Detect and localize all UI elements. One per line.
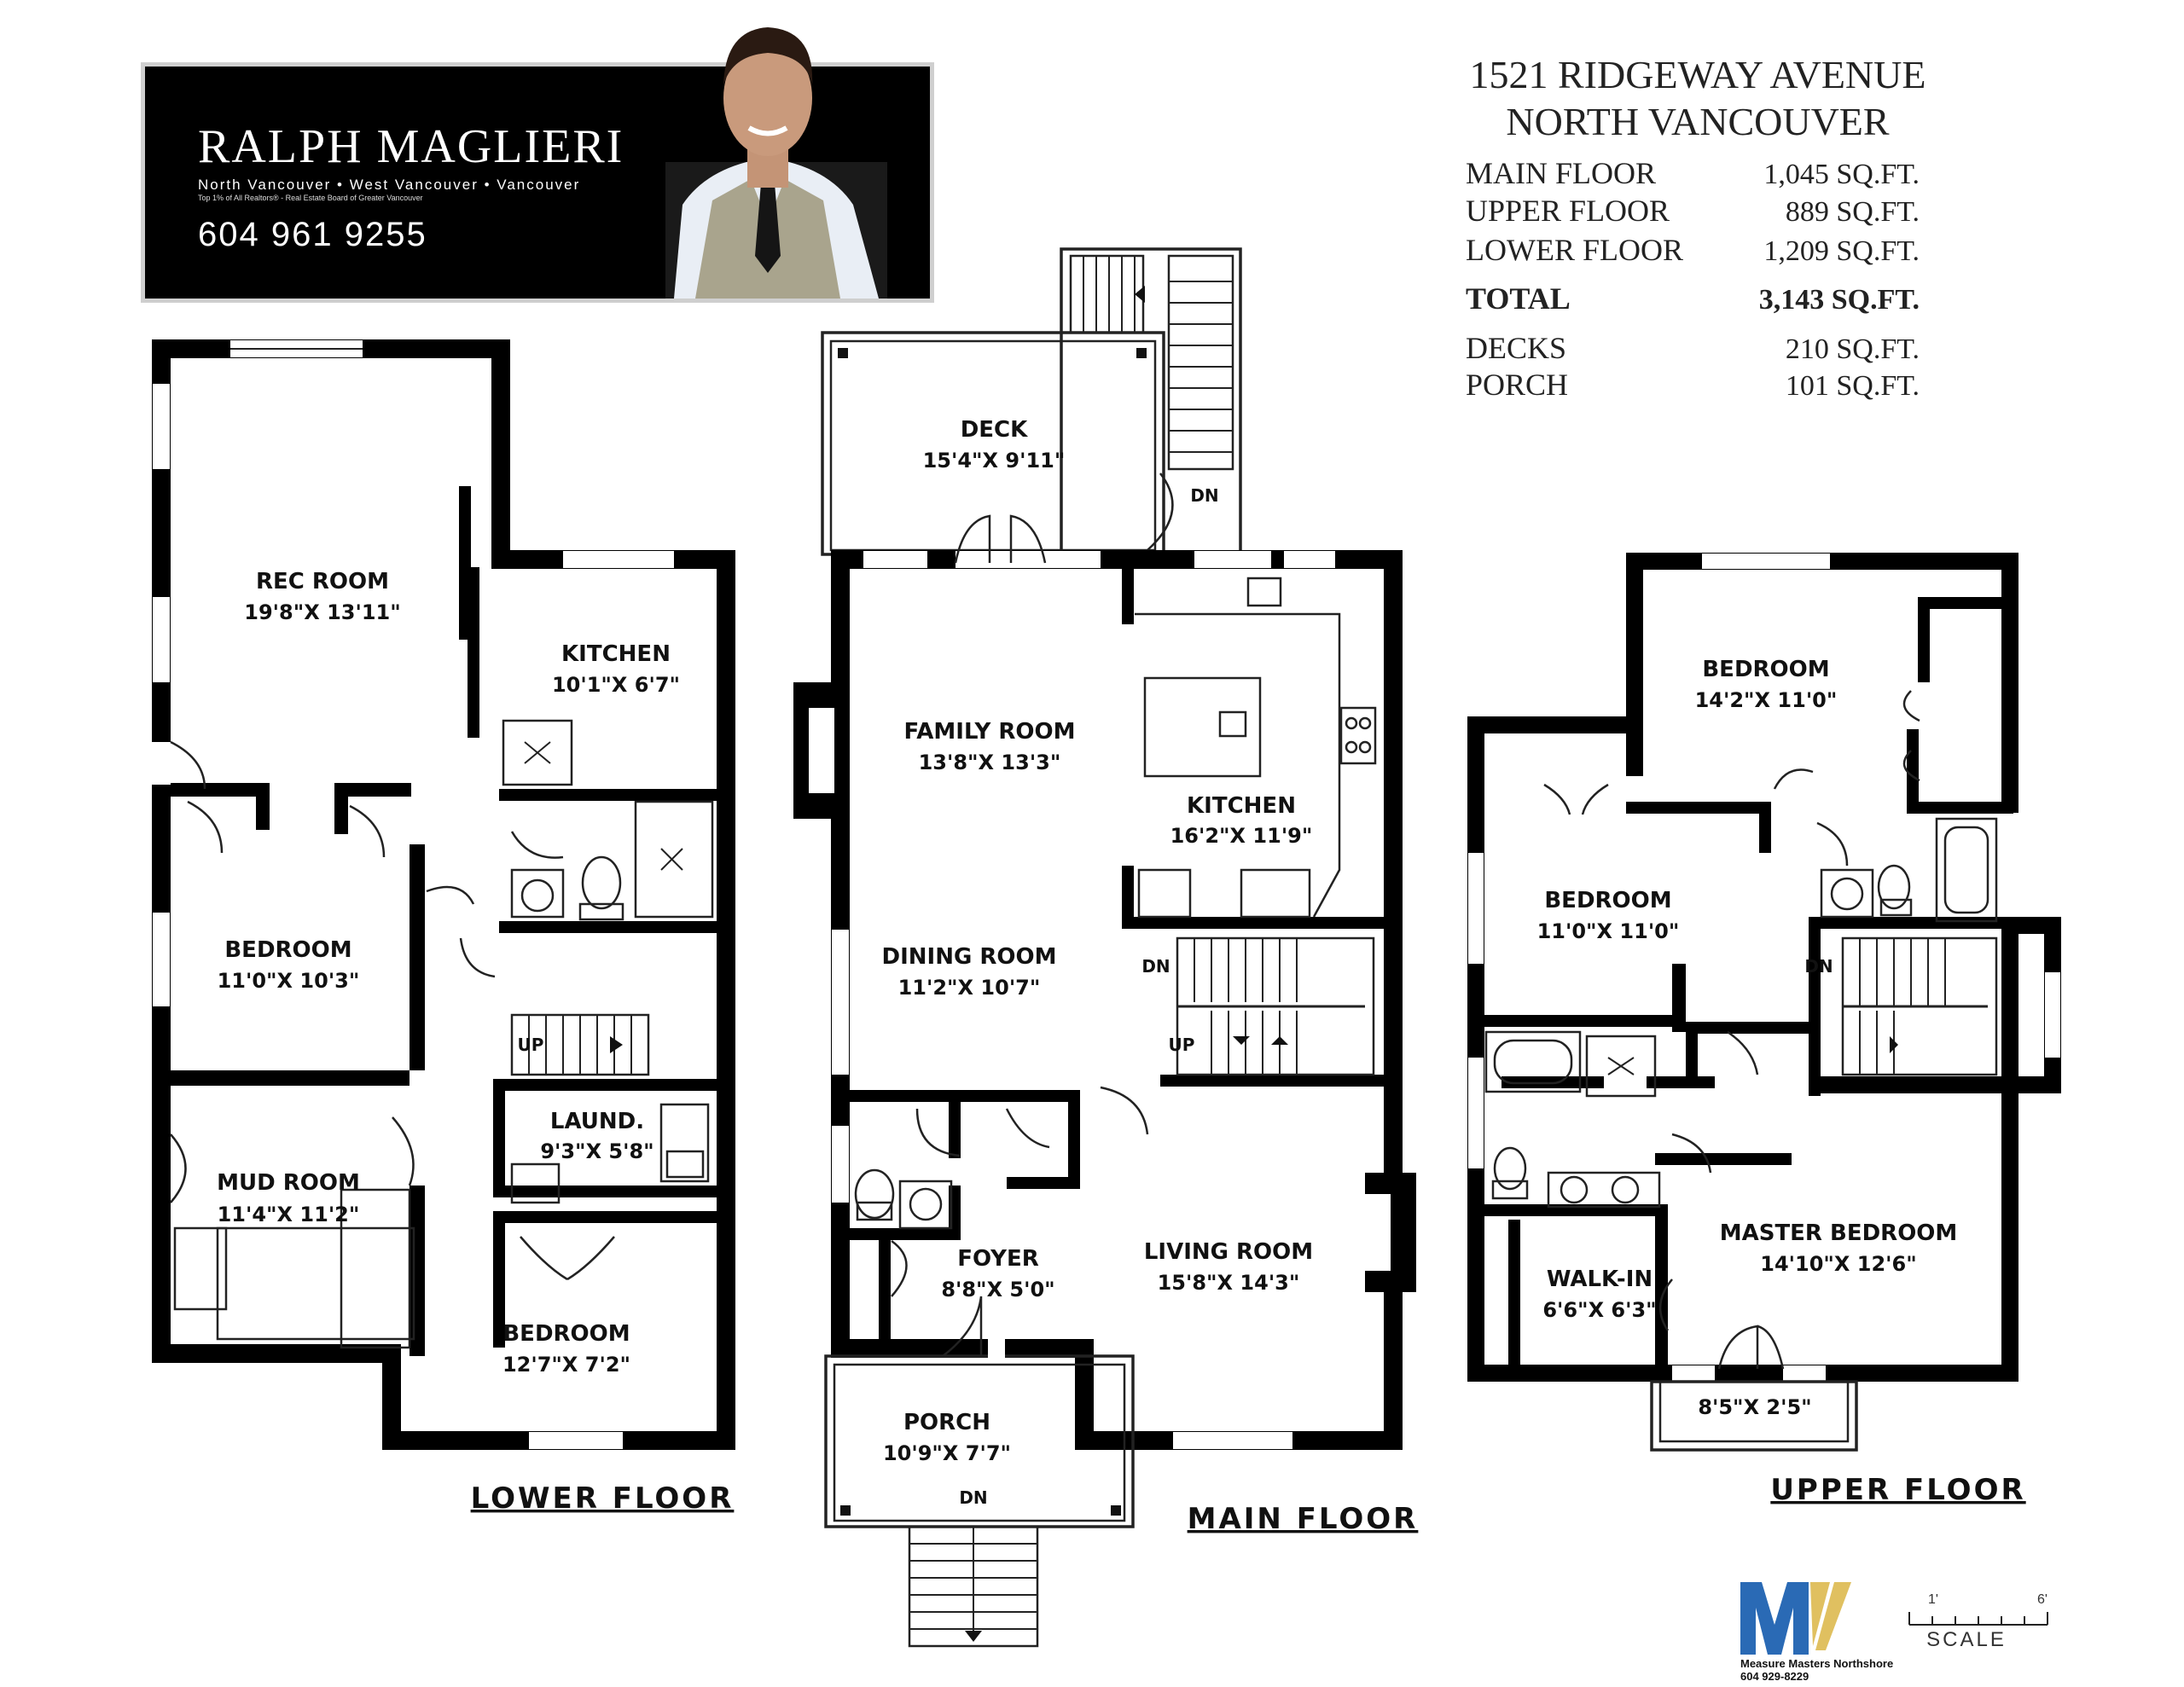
area-value-total: 3,143 SQ.FT.	[1759, 284, 1920, 316]
area-value-main: 1,045 SQ.FT.	[1763, 159, 1920, 190]
area-label-decks: DECKS	[1466, 331, 1566, 365]
lower-floor-title: LOWER FLOOR	[471, 1481, 735, 1516]
room-foyer-name: FOYER	[957, 1246, 1039, 1272]
porch-stairs	[908, 1525, 1039, 1648]
room-deck-name: DECK	[961, 417, 1028, 443]
room-mud-room-name: MUD ROOM	[217, 1170, 360, 1196]
deck-stair-dn-label: DN	[1190, 485, 1218, 506]
scale-start-label: 1'	[1928, 1592, 1938, 1607]
room-porch-dims: 10'9"X 7'7"	[883, 1441, 1011, 1465]
room-deck-dims: 15'4"X 9'11"	[923, 449, 1066, 472]
upper-stairs	[1841, 936, 1998, 1076]
company-logo: Measure Masters Northshore 604 929-8229	[1740, 1582, 1893, 1683]
area-label-total: TOTAL	[1466, 281, 1571, 316]
room-master-bedroom-dims: 14'10"X 12'6"	[1760, 1252, 1916, 1276]
deck-stairs	[1060, 247, 1242, 554]
room-walk-in-dims: 6'6"X 6'3"	[1542, 1298, 1656, 1322]
lower-floor-plan: REC ROOM 19'8"X 13'11" KITCHEN 10'1"X 6'…	[152, 339, 735, 1516]
room-lower-bedroom1-dims: 11'0"X 10'3"	[218, 969, 360, 993]
room-lower-kitchen-dims: 10'1"X 6'7"	[552, 673, 680, 697]
scale-bar: 1' 6' SCALE	[1908, 1592, 2048, 1651]
room-porch-name: PORCH	[903, 1410, 990, 1435]
room-lower-bedroom1-name: BEDROOM	[224, 937, 351, 963]
room-living-room-dims: 15'8"X 14'3"	[1158, 1271, 1300, 1295]
area-label-main: MAIN FLOOR	[1466, 156, 1656, 190]
company-name: Measure Masters Northshore	[1740, 1657, 1893, 1670]
scale-end-label: 6'	[2037, 1592, 2048, 1607]
lower-stair-up-label: UP	[518, 1035, 544, 1055]
room-rec-room-name: REC ROOM	[256, 569, 389, 594]
room-family-room-dims: 13'8"X 13'3"	[919, 751, 1061, 774]
main-floor-plan: DECK 15'4"X 9'11" DN FAMILY ROOM 13'8"X …	[793, 247, 1419, 1648]
room-walk-in-name: WALK-IN	[1547, 1267, 1653, 1292]
property-city: NORTH VANCOUVER	[1506, 100, 1890, 143]
room-lower-kitchen-name: KITCHEN	[561, 641, 671, 667]
room-foyer-dims: 8'8"X 5'0"	[941, 1278, 1054, 1301]
scale-label: SCALE	[1926, 1628, 2007, 1651]
property-address: 1521 RIDGEWAY AVENUE	[1470, 53, 1926, 96]
agent-name: RALPH MAGLIERI	[198, 120, 624, 173]
agent-phone: 604 961 9255	[198, 216, 427, 253]
main-stair-up-label: UP	[1169, 1035, 1195, 1055]
property-info: 1521 RIDGEWAY AVENUE NORTH VANCOUVER MAI…	[1466, 53, 1926, 402]
room-upper-bedroom2-dims: 11'0"X 11'0"	[1537, 919, 1680, 943]
main-floor-title: MAIN FLOOR	[1188, 1502, 1419, 1536]
room-main-kitchen-dims: 16'2"X 11'9"	[1170, 824, 1313, 848]
room-laundry-name: LAUND.	[550, 1109, 644, 1134]
room-master-bedroom-name: MASTER BEDROOM	[1720, 1220, 1958, 1246]
room-rec-room-dims: 19'8"X 13'11"	[244, 600, 400, 624]
room-lower-bedroom2-dims: 12'7"X 7'2"	[502, 1353, 630, 1377]
room-upper-bedroom1-dims: 14'2"X 11'0"	[1695, 688, 1838, 712]
area-label-porch: PORCH	[1466, 368, 1568, 402]
main-stairs	[1176, 936, 1375, 1076]
agent-areas: North Vancouver • West Vancouver • Vanco…	[198, 177, 580, 193]
area-value-upper: 889 SQ.FT.	[1786, 196, 1920, 228]
upper-floor-title: UPPER FLOOR	[1770, 1473, 2025, 1507]
room-main-kitchen-name: KITCHEN	[1187, 793, 1296, 819]
upper-stair-dn-label: DN	[1804, 956, 1833, 977]
agent-banner: RALPH MAGLIERI North Vancouver • West Va…	[141, 27, 934, 303]
area-label-upper: UPPER FLOOR	[1466, 194, 1670, 228]
room-laundry-dims: 9'3"X 5'8"	[540, 1139, 653, 1163]
upper-floor-plan: BEDROOM 14'2"X 11'0" BEDROOM 11'0"X 11'0…	[1467, 553, 2061, 1507]
porch-stair-dn-label: DN	[959, 1487, 987, 1508]
room-dining-room-name: DINING ROOM	[882, 944, 1057, 970]
room-upper-bedroom1-name: BEDROOM	[1702, 657, 1829, 682]
balcony-dims: 8'5"X 2'5"	[1698, 1395, 1811, 1419]
area-value-lower: 1,209 SQ.FT.	[1763, 235, 1920, 267]
agent-portrait	[665, 27, 887, 299]
room-living-room-name: LIVING ROOM	[1144, 1239, 1313, 1265]
room-upper-bedroom2-name: BEDROOM	[1544, 888, 1671, 913]
lower-stairs	[510, 1013, 650, 1076]
agent-award: Top 1% of All Realtors® - Real Estate Bo…	[198, 194, 423, 202]
room-mud-room-dims: 11'4"X 11'2"	[218, 1203, 360, 1226]
area-value-porch: 101 SQ.FT.	[1786, 370, 1920, 402]
room-lower-bedroom2-name: BEDROOM	[502, 1321, 630, 1347]
area-value-decks: 210 SQ.FT.	[1786, 333, 1920, 365]
main-stair-dn-label: DN	[1141, 956, 1170, 977]
room-dining-room-dims: 11'2"X 10'7"	[898, 976, 1041, 1000]
company-phone: 604 929-8229	[1740, 1670, 1809, 1683]
room-family-room-name: FAMILY ROOM	[904, 719, 1076, 745]
area-label-lower: LOWER FLOOR	[1466, 233, 1683, 267]
